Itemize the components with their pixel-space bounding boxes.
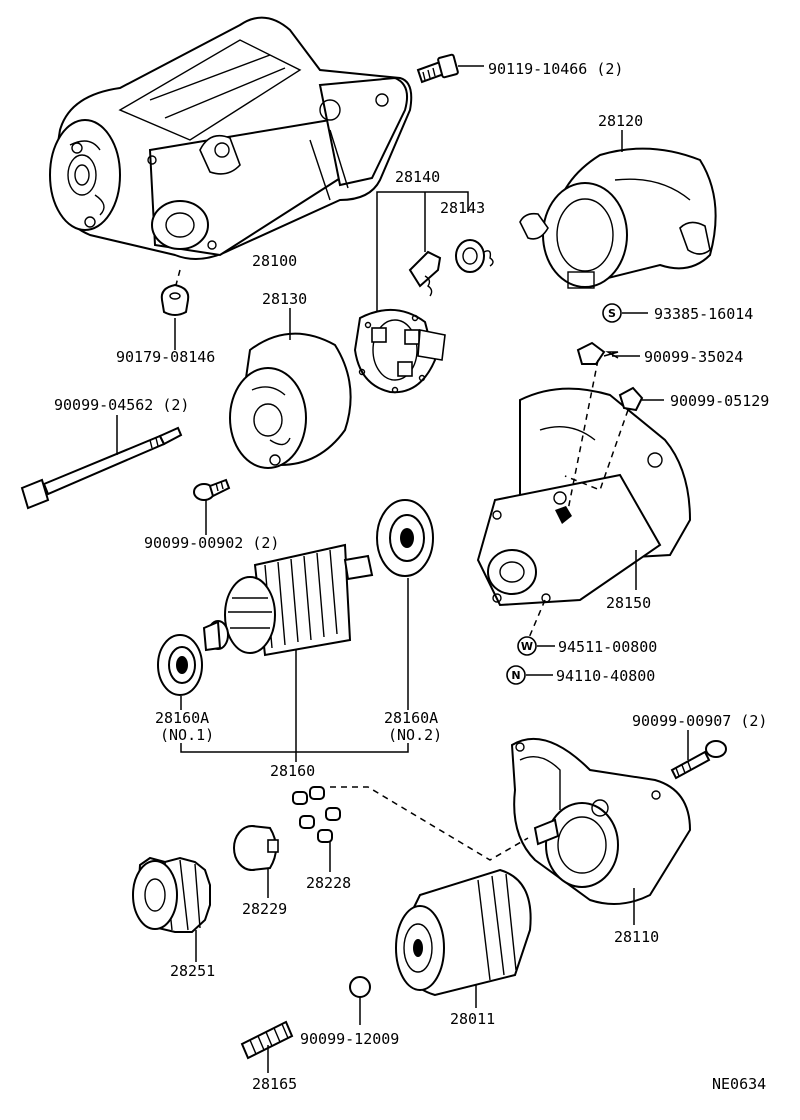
label-28160: 28160 — [270, 762, 315, 780]
bolt-90119[interactable] — [416, 53, 459, 84]
retainer-28229[interactable] — [233, 825, 279, 871]
armature-28160[interactable] — [202, 543, 374, 657]
label-90099-35024: 90099-35024 — [644, 348, 743, 366]
label-28130: 28130 — [262, 290, 307, 308]
diagram-code: NE0634 — [712, 1075, 766, 1093]
label-90099-00902: 90099-00902 (2) — [144, 534, 279, 552]
rollers-28228[interactable] — [292, 786, 341, 843]
leader-arrow-90099-35024 — [603, 351, 619, 359]
symbol-w-label: W — [521, 640, 533, 653]
through-bolt-90099-04562[interactable] — [20, 426, 183, 510]
dash-housing-c — [527, 599, 546, 641]
symbol-s-label: S — [608, 307, 616, 320]
bracket-28140 — [376, 191, 469, 312]
dash-housing-a — [567, 359, 599, 511]
label-28228: 28228 — [306, 874, 351, 892]
label-28229: 28229 — [242, 900, 287, 918]
drive-housing-28110[interactable] — [510, 737, 692, 905]
label-28100: 28100 — [252, 252, 297, 270]
commutator-end-frame-28130[interactable] — [229, 332, 352, 469]
label-28160a-no1-sub: (NO.1) — [160, 726, 214, 744]
label-28120: 28120 — [598, 112, 643, 130]
label-94110-40800: 94110-40800 — [556, 667, 655, 685]
dash-shaft — [330, 786, 529, 861]
nut-90099-05129[interactable] — [618, 386, 644, 412]
brush-28143[interactable] — [455, 239, 494, 273]
bracket-28160 — [180, 743, 409, 753]
bearing-28160a-no2[interactable] — [376, 499, 434, 577]
housing-28150[interactable] — [476, 387, 692, 607]
label-28143: 28143 — [440, 199, 485, 217]
grommet-90179[interactable] — [160, 283, 190, 316]
label-28110: 28110 — [614, 928, 659, 946]
field-frame-yoke-28120[interactable] — [519, 147, 717, 289]
bearing-28160a-no1[interactable] — [157, 634, 203, 696]
brush-spring-part[interactable] — [408, 250, 442, 297]
label-90099-04562: 90099-04562 (2) — [54, 396, 189, 414]
terminal-nut[interactable] — [555, 506, 572, 524]
label-28140: 28140 — [395, 168, 440, 186]
brush-holder-28140[interactable] — [353, 308, 446, 394]
label-28160a-no2: 28160A — [384, 709, 438, 727]
label-28165: 28165 — [252, 1075, 297, 1093]
ball-90099-12009[interactable] — [349, 976, 371, 998]
label-28150: 28150 — [606, 594, 651, 612]
symbol-w-94511: W — [517, 636, 537, 656]
label-93385-16014: 93385-16014 — [654, 305, 753, 323]
starter-assembly-28100[interactable] — [49, 16, 413, 260]
symbol-s-93385: S — [602, 303, 622, 323]
seal-90099-35024[interactable] — [576, 341, 606, 365]
label-28160a-no2-sub: (NO.2) — [388, 726, 442, 744]
screw-90099-00902[interactable] — [193, 478, 231, 501]
symbol-n-label: N — [511, 669, 520, 682]
clutch-28011[interactable] — [395, 868, 532, 997]
label-28011: 28011 — [450, 1010, 495, 1028]
symbol-n-94110: N — [506, 665, 526, 685]
label-90099-12009: 90099-12009 — [300, 1030, 399, 1048]
label-28251: 28251 — [170, 962, 215, 980]
dash-grommet — [175, 269, 181, 286]
label-90099-05129: 90099-05129 — [670, 392, 769, 410]
spring-28165[interactable] — [240, 1020, 294, 1060]
label-94511-00800: 94511-00800 — [558, 638, 657, 656]
label-90179-08146: 90179-08146 — [116, 348, 215, 366]
pinion-gear-28251[interactable] — [132, 856, 211, 933]
bolt-90099-00907[interactable] — [670, 740, 727, 780]
label-28160a-no1: 28160A — [155, 709, 209, 727]
label-90119-10466: 90119-10466 (2) — [488, 60, 623, 78]
label-90099-00907: 90099-00907 (2) — [632, 712, 767, 730]
